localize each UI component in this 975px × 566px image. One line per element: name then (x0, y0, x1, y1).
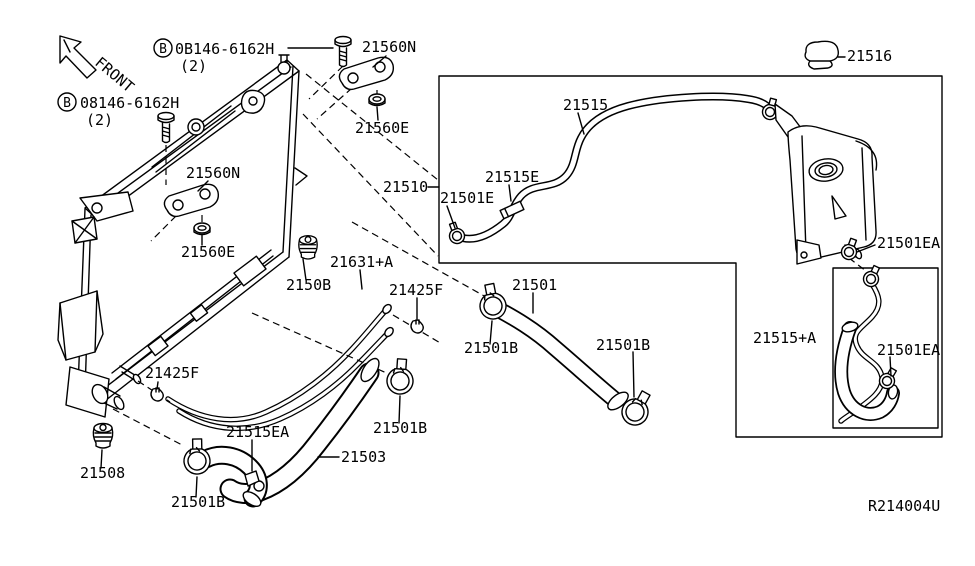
upper-hose-21501 (481, 296, 629, 411)
callout-bolt-side-qty: (2) (86, 111, 113, 129)
clip-21425f-right (410, 319, 424, 334)
callout-21501b-lower-left: 21501B (171, 493, 225, 511)
callout-21501b-upper-left: 21501B (464, 339, 518, 357)
callout-21515ea: 21515EA (226, 423, 289, 441)
callout-21510: 21510 (383, 178, 428, 196)
callout-21501ea-top: 21501EA (877, 234, 940, 252)
callout-2150b: 2150B (286, 276, 331, 294)
callout-21560n-mid: 21560N (186, 164, 240, 182)
front-arrow (59, 35, 97, 79)
callout-21515-plus-a: 21515+A (753, 329, 816, 347)
callout-21503: 21503 (341, 448, 386, 466)
callout-21560e-top: 21560E (355, 119, 409, 137)
radiator (57, 54, 308, 418)
callout-bolt-top-qty: (2) (180, 57, 207, 75)
water-inlet-elbow (196, 445, 268, 508)
callout-bolt-side: 08146-6162H (80, 94, 179, 112)
diagram-ref-code: R214004U (868, 497, 940, 515)
callout-21515e: 21515E (485, 168, 539, 186)
callout-21501: 21501 (512, 276, 557, 294)
callout-21516: 21516 (847, 47, 892, 65)
drain-plug-21508 (92, 422, 114, 449)
reservoir-hose-21515 (453, 92, 776, 243)
hose-clip-21515e (499, 200, 525, 220)
reservoir-tank (774, 103, 878, 265)
bolt-0b146-top (334, 35, 352, 68)
mount-21560e-top (368, 93, 386, 107)
callout-21425f-left: 21425F (145, 364, 199, 382)
clamp-21501b-lower-top (382, 356, 416, 397)
callout-21501b-upper-right: 21501B (596, 336, 650, 354)
callout-21501e: 21501E (440, 189, 494, 207)
front-label: FRONT (91, 53, 137, 96)
callout-labels: B 0B146-6162H (2) B 08146-6162H (2) 2156… (57, 38, 940, 515)
callout-21501b-lower-top: 21501B (373, 419, 427, 437)
hose-clip-21515ea (244, 470, 260, 487)
callout-21560e-mid: 21560E (181, 243, 235, 261)
callout-21560n-top: 21560N (362, 38, 416, 56)
callout-21631a: 21631+A (330, 253, 393, 271)
cap-2150b (298, 235, 318, 260)
clamp-21501b-lower-left (177, 435, 214, 478)
reservoir-cap-21516 (804, 40, 840, 70)
callout-21501ea-detail: 21501EA (877, 341, 940, 359)
bracket-21560n-top (338, 56, 395, 91)
bracket-21560n-mid (163, 183, 220, 218)
clip-21425f-left (150, 387, 164, 402)
detail-hose-21515a (834, 262, 901, 424)
reservoir-assembly-box (438, 75, 943, 438)
detail-box-21515a (832, 267, 939, 429)
callout-21425f-right: 21425F (389, 281, 443, 299)
callout-bolt-top-prefix: B (159, 42, 167, 57)
callout-21508: 21508 (80, 464, 125, 482)
callout-bolt-side-prefix: B (63, 96, 71, 111)
leader-lines (100, 47, 892, 498)
callout-21515: 21515 (563, 96, 608, 114)
radiator-lower-outlet (91, 383, 125, 411)
callout-bolt-top: 0B146-6162H (175, 40, 274, 58)
bolt-08146-side (157, 111, 175, 144)
oil-cooler-hose-21631 (165, 303, 394, 432)
mount-21560e-mid (193, 222, 211, 236)
